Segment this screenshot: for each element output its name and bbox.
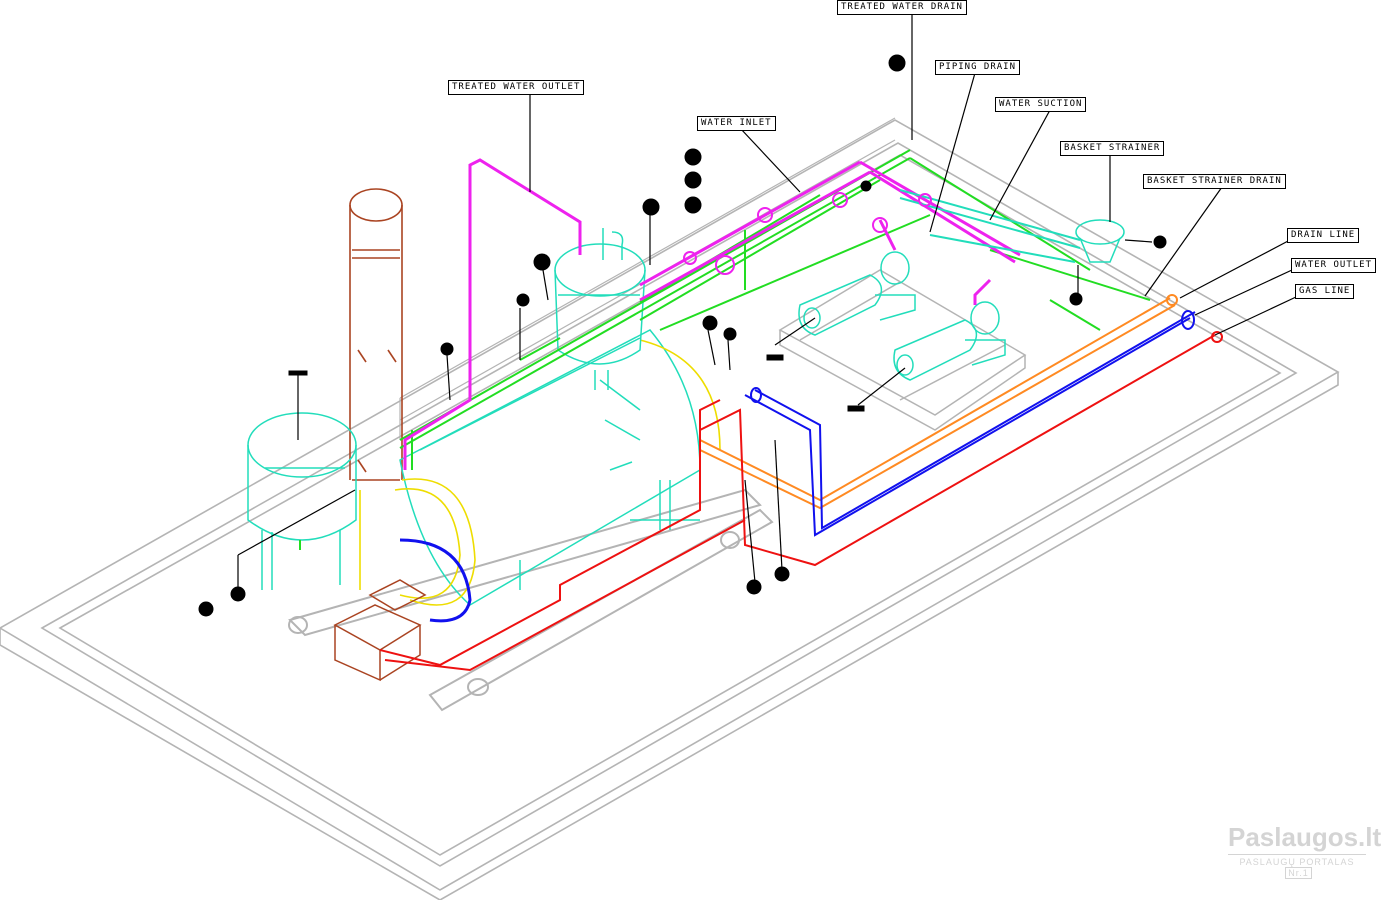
watermark-logo: Paslaugos.lt PASLAUGŲ PORTALASNr.1 — [1228, 822, 1382, 879]
pump-1 — [798, 251, 916, 336]
boiler-skids — [288, 488, 774, 712]
blue-water-outlet-line — [744, 311, 1196, 537]
watermark-tagline: PASLAUGŲ PORTALAS — [1239, 857, 1355, 867]
red-flange — [1211, 331, 1223, 343]
leader-lines — [237, 12, 1297, 592]
green-water-piping — [299, 149, 1151, 550]
boiler-front-plate — [359, 339, 721, 606]
boiler-shell — [399, 329, 701, 606]
tag-markers — [198, 54, 1167, 617]
label-basket-strainer-drain: BASKET STRAINER DRAIN — [1143, 174, 1286, 189]
burner-unit — [333, 579, 427, 682]
label-treated-water-drain: TREATED WATER DRAIN — [837, 0, 967, 15]
back-wall — [399, 117, 896, 440]
furnace-ring — [399, 538, 472, 623]
flanges — [750, 310, 1195, 403]
orange-flange — [1166, 294, 1178, 306]
orange-drain-line — [699, 297, 1176, 510]
pump-skid — [778, 269, 1027, 431]
label-basket-strainer: BASKET STRAINER — [1060, 141, 1165, 156]
label-water-suction: WATER SUCTION — [995, 97, 1087, 112]
label-treated-water-outlet: TREATED WATER OUTLET — [448, 80, 585, 95]
feed-water-tank — [554, 228, 646, 390]
base-platform — [0, 119, 1340, 901]
chimney-stack — [349, 188, 403, 481]
chemical-dosing-tank — [247, 412, 357, 590]
label-water-inlet: WATER INLET — [697, 116, 776, 131]
watermark-tagline-row: PASLAUGŲ PORTALASNr.1 — [1228, 854, 1366, 879]
pump-2 — [893, 301, 1006, 381]
watermark-badge: Nr.1 — [1285, 867, 1312, 879]
label-piping-drain: PIPING DRAIN — [935, 60, 1021, 75]
label-gas-line: GAS LINE — [1295, 284, 1355, 299]
watermark-brand: Paslaugos.lt — [1228, 822, 1382, 852]
basket-strainer-body — [1075, 219, 1125, 263]
valves — [683, 192, 932, 275]
magenta-treated-water-piping — [403, 158, 1021, 470]
label-water-outlet: WATER OUTLET — [1291, 258, 1377, 273]
red-gas-line — [379, 334, 1216, 672]
label-drain-line: DRAIN LINE — [1287, 228, 1360, 243]
